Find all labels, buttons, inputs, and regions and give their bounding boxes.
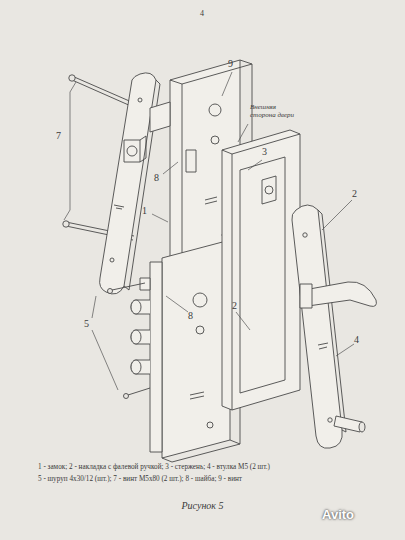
- parts-list: 5 - шуруп 4х30/12 (шт.); 7 - винт М5х80 …: [38, 476, 242, 484]
- callout-number: 8: [154, 172, 159, 183]
- watermark: Avito: [322, 508, 354, 522]
- frame-bar: [222, 130, 300, 410]
- callout-number: 2: [232, 300, 237, 311]
- leader-lines: [64, 72, 354, 390]
- sleeve: [334, 416, 365, 432]
- callout-number: 7: [56, 130, 61, 141]
- callout-number: 4: [354, 334, 359, 345]
- page-number: 4: [200, 10, 204, 19]
- callout-number: 8: [188, 310, 193, 321]
- callout-number: 3: [262, 146, 267, 157]
- handle-plate: [100, 73, 160, 294]
- callout-number: 2: [352, 188, 357, 199]
- callout-number: 5: [84, 318, 89, 329]
- outer-plate: [292, 205, 377, 448]
- callout-number: 9: [228, 58, 233, 69]
- figure-caption: Рисунок 5: [0, 500, 405, 511]
- side-note: Внешняя сторона двери: [250, 104, 298, 119]
- callout-number: 1: [142, 205, 147, 216]
- parts-list: 1 - замок; 2 - накладка с фалевой ручкой…: [38, 464, 270, 472]
